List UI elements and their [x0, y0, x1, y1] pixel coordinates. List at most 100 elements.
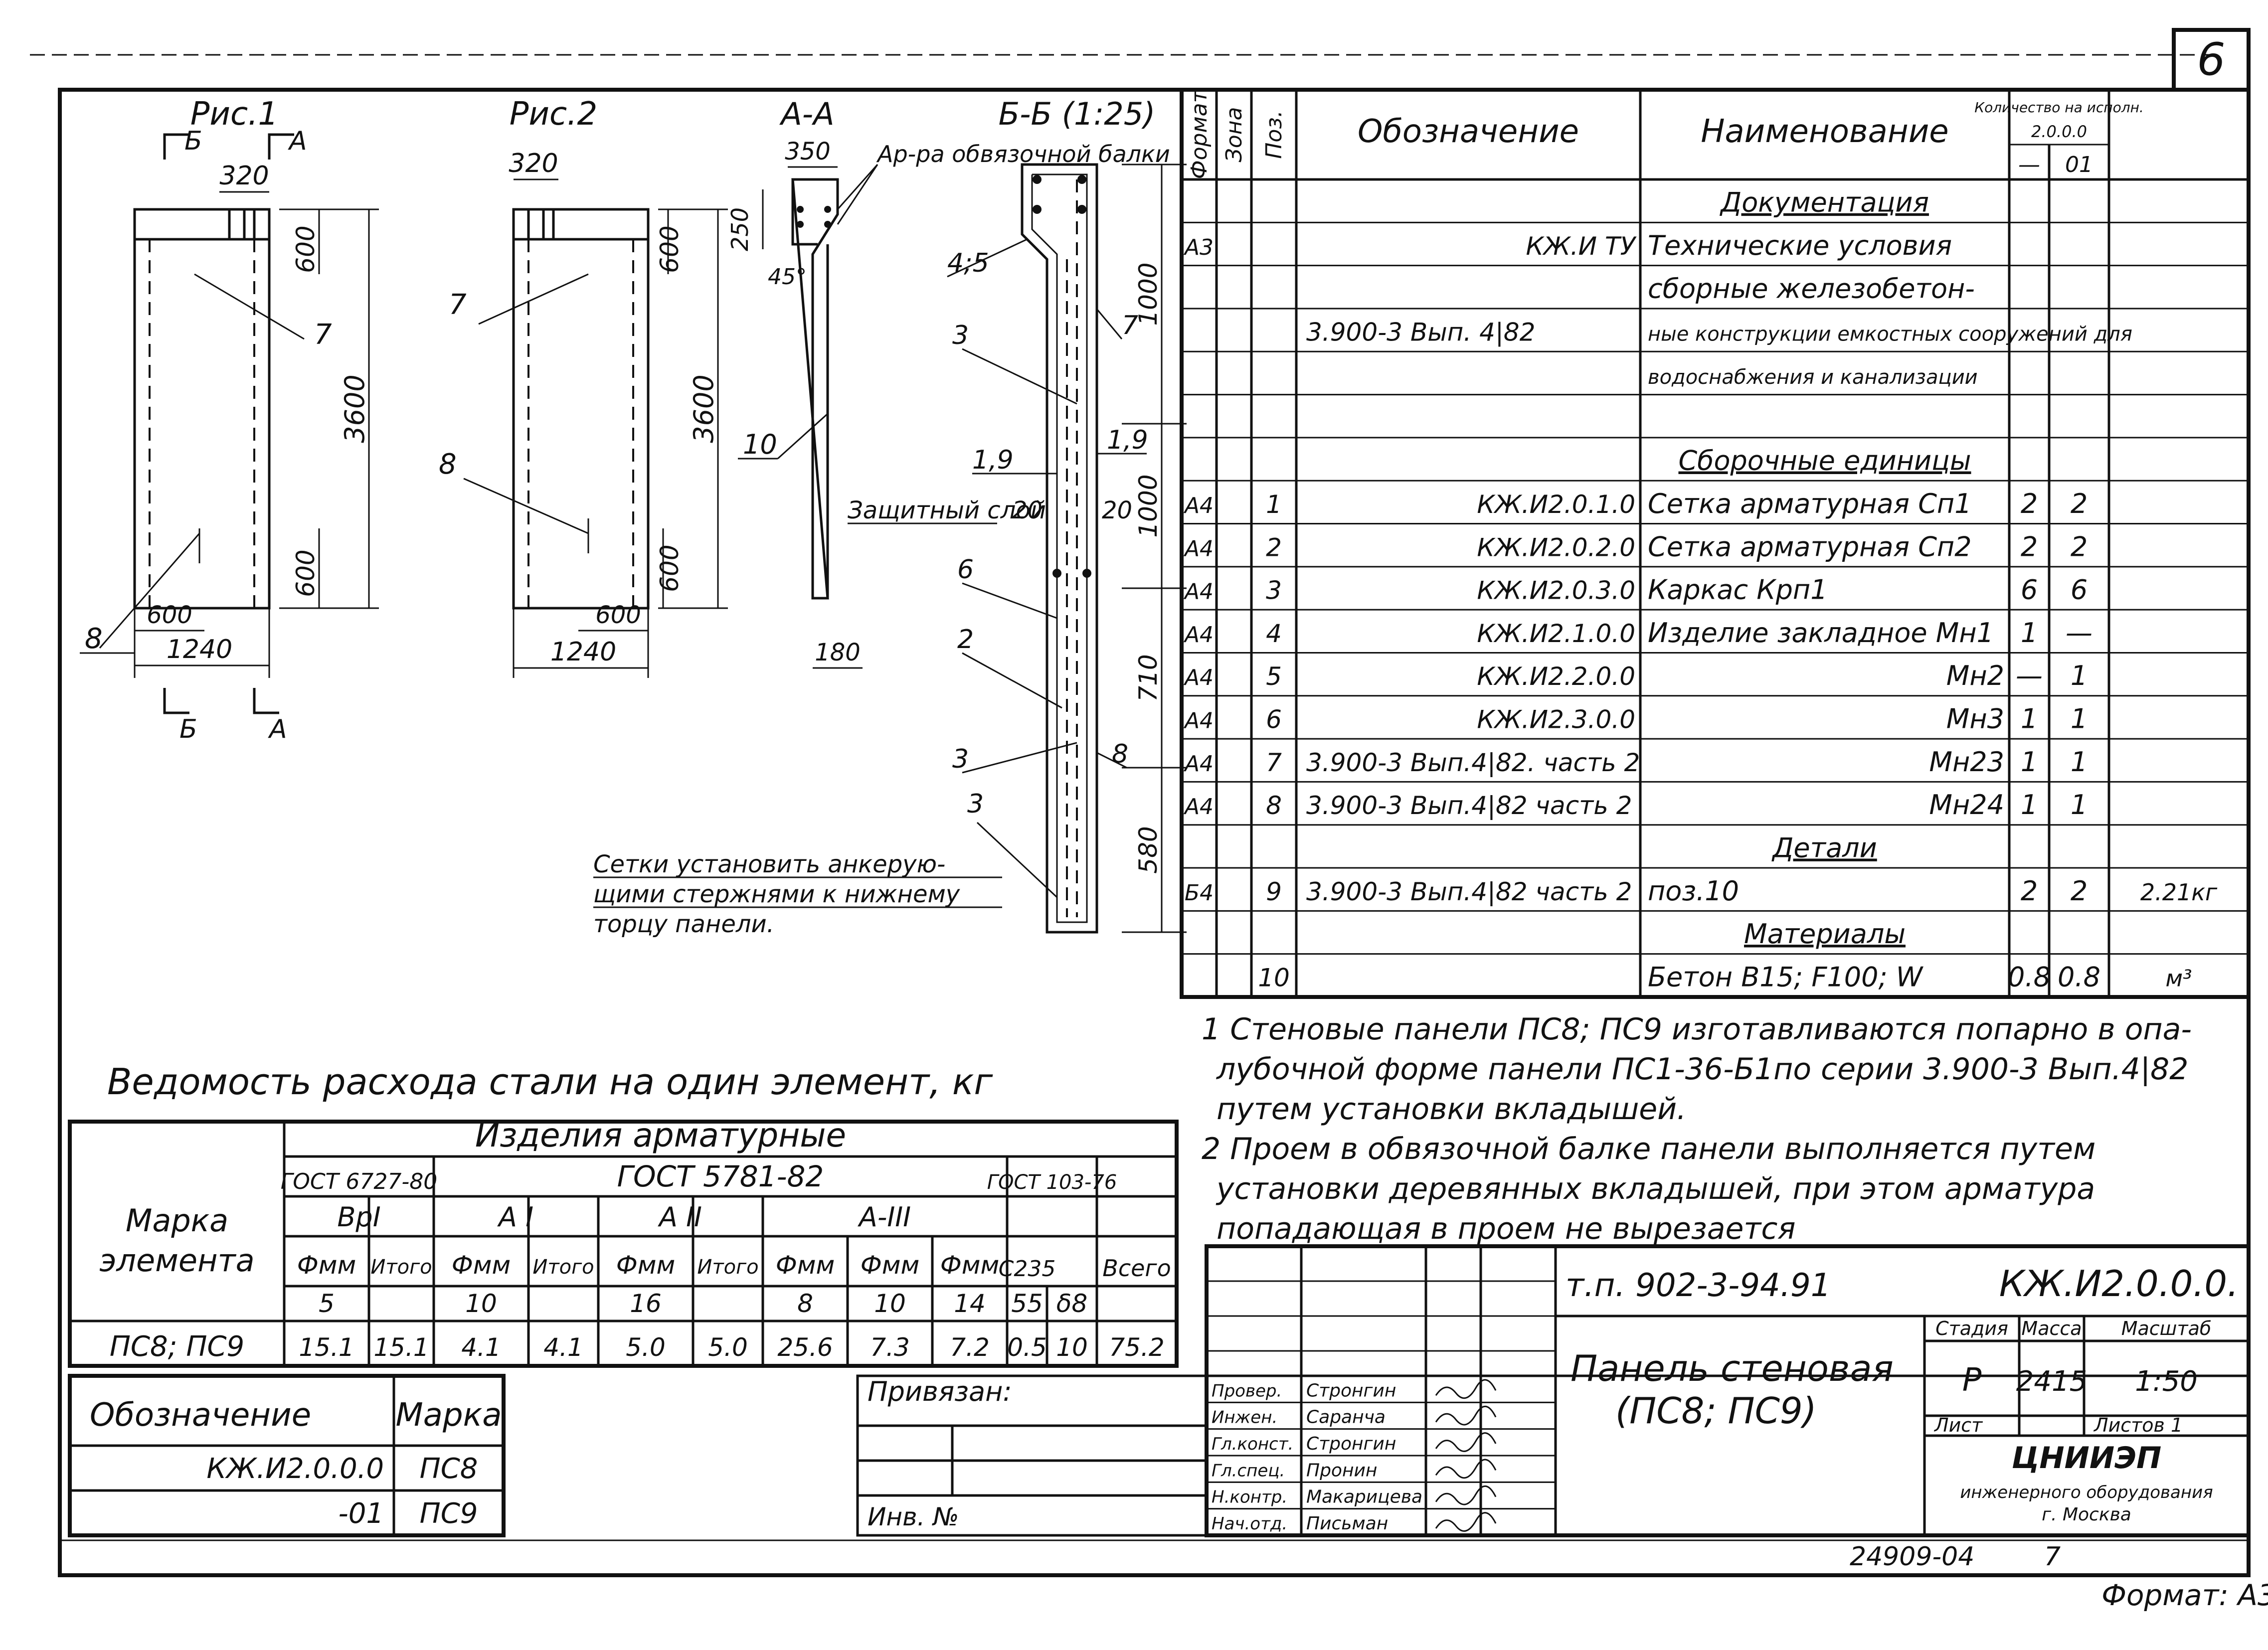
spec-header-qty: Количество на исполн.: [1974, 99, 2144, 116]
sheet-number: 6: [2197, 33, 2225, 86]
stage-header: Стадия: [1935, 1318, 2008, 1339]
sheet-header: Лист: [1933, 1414, 1983, 1436]
signature-role: Нач.отд.: [1212, 1514, 1287, 1534]
steel-row-value: 10: [1056, 1333, 1088, 1362]
steel-row-value: 0.5: [1007, 1333, 1047, 1362]
signature-role: Провер.: [1212, 1381, 1282, 1401]
fig2-elevation: Рис.2 320 7 600 3600 600 8 600 1240: [439, 96, 728, 678]
spec-header-ver2: 01: [2065, 152, 2093, 177]
spec-row-designation: КЖ.И2.0.3.0: [1477, 576, 1635, 605]
spec-row-designation: КЖ.И ТУ: [1526, 232, 1637, 261]
section-bb-note-line3: торцу панели.: [593, 910, 774, 938]
note-1-line1: 1 Стеновые панели ПС8; ПС9 изготавливают…: [1202, 1012, 2192, 1047]
marks-row1-designation: КЖ.И2.0.0.0: [206, 1453, 384, 1485]
spec-row-qty2: 1: [2071, 703, 2088, 735]
fig2-dim-w-total: 1240: [550, 637, 616, 667]
binding-block: Привязан: Инв. №: [856, 1374, 1208, 1537]
steel-row-value: 5.0: [708, 1333, 748, 1362]
organization-city: г. Москва: [2042, 1504, 2131, 1525]
signature-role: Н.контр.: [1212, 1487, 1287, 1507]
steel-phi-header: Фмм: [776, 1251, 835, 1280]
spec-row-format: А4: [1183, 794, 1214, 820]
section-bb-pos3a: 3: [952, 321, 969, 350]
steel-class-a1: А I: [497, 1201, 533, 1233]
fig1-dim-h-top: 600: [291, 225, 320, 273]
sheets-header: Листов 1: [2093, 1414, 2183, 1436]
section-bb-dim1000b: 1000: [1134, 474, 1163, 537]
steel-c235-header: С235: [999, 1256, 1056, 1282]
spec-row-pos: 1: [1266, 490, 1282, 519]
spec-row-qty1: 1: [2021, 746, 2038, 778]
spec-row-qty1: —: [2016, 660, 2043, 691]
marks-header-mark: Марка: [396, 1397, 502, 1434]
spec-row-qty1: 0.8: [2008, 961, 2051, 992]
spec-row-format: А4: [1183, 493, 1214, 518]
signature-mark: [1435, 1432, 1497, 1452]
steel-gost2: ГОСТ 5781-82: [617, 1159, 824, 1193]
fig2-dim-h-top: 600: [655, 225, 684, 273]
spec-row-name: Мн2: [1946, 660, 2004, 691]
fig1-dim-h-bottom: 600: [291, 549, 320, 597]
marks-row2-designation: -01: [339, 1497, 384, 1530]
spec-header-pos: Поз.: [1261, 110, 1287, 159]
steel-row-value: 7.3: [870, 1333, 910, 1362]
steel-row-value: 7.2: [950, 1333, 990, 1362]
spec-row-name: сборные железобетон-: [1648, 273, 1975, 304]
spec-row-note: м³: [2165, 965, 2192, 991]
fig2-dim-h-bottom: 600: [655, 544, 684, 592]
spec-row-format: Б4: [1185, 880, 1214, 906]
document-code: КЖ.И2.0.0.0.: [1999, 1263, 2239, 1305]
steel-row-value: 75.2: [1109, 1333, 1164, 1362]
signature-mark: [1435, 1485, 1497, 1505]
note-1-line2: лубочной форме панели ПС1-36-Б1по серии …: [1216, 1052, 2188, 1087]
spec-row-note: 2.21кг: [2140, 879, 2218, 906]
spec-row-format: А4: [1183, 622, 1214, 648]
spec-header-qty-sub: 2.0.0.0: [2031, 122, 2087, 141]
project-number: т.п. 902-3-94.91: [1566, 1267, 1831, 1304]
inventory-number: 24909-04: [1850, 1542, 1974, 1572]
signature-mark: [1435, 1405, 1497, 1426]
marks-row2-mark: ПС9: [420, 1497, 478, 1530]
spec-row-format: А4: [1183, 579, 1214, 605]
spec-row-name: водоснабжения и канализации: [1648, 366, 1978, 389]
product-name-line2: (ПС8; ПС9): [1615, 1390, 1817, 1432]
steel-row-value: 4.1: [543, 1333, 583, 1362]
steel-phi-header: Фмм: [297, 1251, 356, 1280]
steel-itogo-header: Итого: [370, 1256, 432, 1279]
steel-diameter: 10: [874, 1289, 906, 1318]
section-bb-dim710: 710: [1134, 654, 1163, 701]
spec-row-pos: 8: [1266, 791, 1282, 820]
spec-row-designation: КЖ.И2.2.0.0: [1477, 662, 1635, 691]
steel-diameter: 8: [797, 1289, 813, 1318]
sheet-format: Формат: А3: [2101, 1578, 2268, 1612]
steel-itogo-header: Итого: [532, 1256, 594, 1279]
spec-row-pos: 10: [1258, 963, 1290, 992]
steel-phi-header: Фмм: [616, 1251, 675, 1280]
section-bb-cover20a: 20: [1012, 496, 1043, 524]
note-2-line2: установки деревянных вкладышей, при этом…: [1216, 1171, 2095, 1206]
steel-diameter: 5: [319, 1289, 335, 1318]
spec-header-name: Наименование: [1701, 113, 1948, 150]
signature-name: Пронин: [1306, 1460, 1377, 1481]
spec-row-format: А4: [1183, 751, 1214, 777]
spec-row-name: Сетка арматурная Сп1: [1648, 488, 1972, 519]
spec-row-qty1: 2: [2021, 488, 2038, 519]
section-bb-note-line2: щими стержнями к нижнему: [593, 880, 960, 908]
spec-row-qty1: 1: [2021, 789, 2038, 821]
spec-row-designation: 3.900-3 Вып.4|82 часть 2: [1306, 877, 1632, 906]
steel-row-mark: ПС8; ПС9: [110, 1330, 244, 1363]
steel-class-a2: А II: [658, 1201, 702, 1233]
spec-row-qty2: 1: [2071, 746, 2088, 778]
steel-mark-label1: Марка: [126, 1202, 228, 1239]
section-bb-pos2: 2: [957, 625, 974, 655]
signature-role: Гл.спец.: [1212, 1461, 1285, 1481]
steel-diameter: 16: [630, 1289, 662, 1318]
section-bb-pos3b: 3: [952, 744, 969, 774]
spec-row-pos: 4: [1266, 619, 1282, 648]
steel-top-header: Изделия арматурные: [475, 1116, 846, 1155]
section-bb-pos6: 6: [957, 555, 974, 585]
spec-row-designation: 3.900-3 Вып.4|82. часть 2: [1306, 748, 1640, 777]
note-2-line3: попадающая в проем не вырезается: [1217, 1211, 1795, 1246]
fig2-title: Рис.2: [510, 96, 597, 133]
